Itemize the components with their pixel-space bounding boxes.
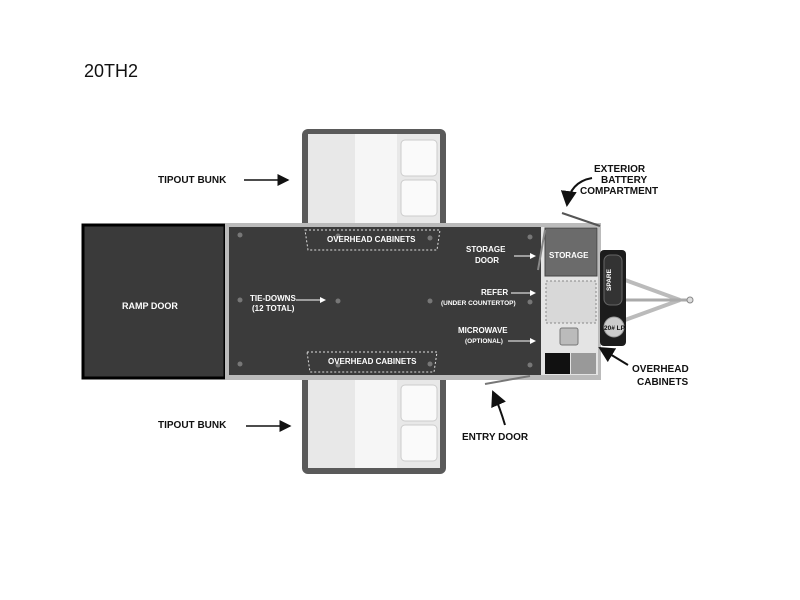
model-title: 20TH2 [84,61,139,81]
label-overhead-cabinets-bottom: OVERHEAD CABINETS [328,357,417,366]
label-refer: REFER [481,288,509,297]
label-overhead-right: OVERHEAD [632,364,689,375]
tipout-bunk-bottom [302,374,446,474]
label-tipout-bunk-top: TIPOUT BUNK [158,175,227,186]
label-spare: SPARE [605,269,613,291]
label-storage: STORAGE [549,251,589,260]
label-ramp-door: RAMP DOOR [122,301,178,311]
label-tipout-bunk-bottom: TIPOUT BUNK [158,420,227,431]
refer-countertop [545,280,597,324]
tipout-bunk-top [302,129,446,229]
storage-compartment [544,227,598,277]
label-exterior: EXTERIOR [594,164,646,175]
label-tie-downs-count: (12 TOTAL) [252,304,295,313]
cargo-floor [229,227,541,375]
label-overhead-cabinets-top: OVERHEAD CABINETS [327,235,416,244]
microwave-icon [559,327,579,346]
label-compartment: COMPARTMENT [580,186,659,197]
label-refer-note: (UNDER COUNTERTOP) [441,300,516,307]
label-battery: BATTERY [601,175,648,186]
label-entry-door: ENTRY DOOR [462,432,529,443]
label-lp: 20# LP [604,325,625,332]
label-microwave: MICROWAVE [458,326,508,335]
label-microwave-note: (OPTIONAL) [465,338,503,345]
label-tie-downs: TIE-DOWNS [250,294,296,303]
label-storage-door-2: DOOR [475,256,499,265]
ramp-door [81,223,227,380]
label-storage-door-1: STORAGE [466,245,506,254]
lp-tank [603,316,625,338]
tie-down-points [237,232,533,368]
label-cabinets-right: CABINETS [637,377,689,388]
